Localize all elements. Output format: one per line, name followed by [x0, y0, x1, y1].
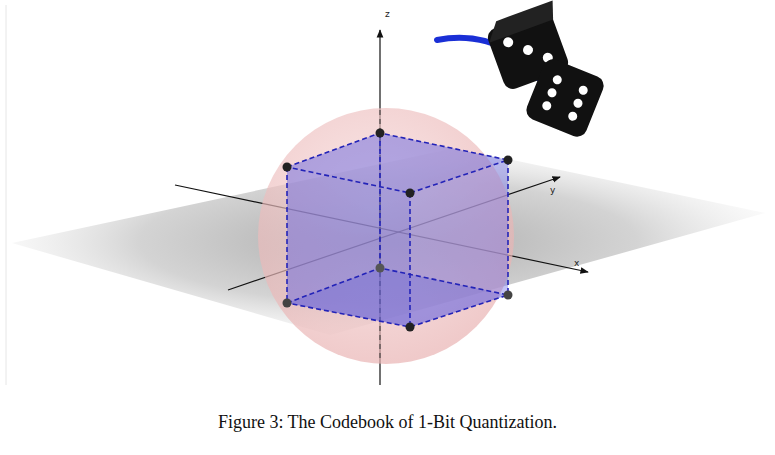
x-axis-label: x [574, 259, 579, 268]
cube [283, 129, 513, 332]
z-axis-label: z [385, 10, 390, 19]
figure-caption: Figure 3: The Codebook of 1-Bit Quantiza… [0, 412, 775, 433]
dice [483, 1, 607, 140]
unit-sphere [258, 108, 514, 364]
frame-edge [6, 5, 7, 385]
y-axis-label: y [550, 186, 555, 195]
